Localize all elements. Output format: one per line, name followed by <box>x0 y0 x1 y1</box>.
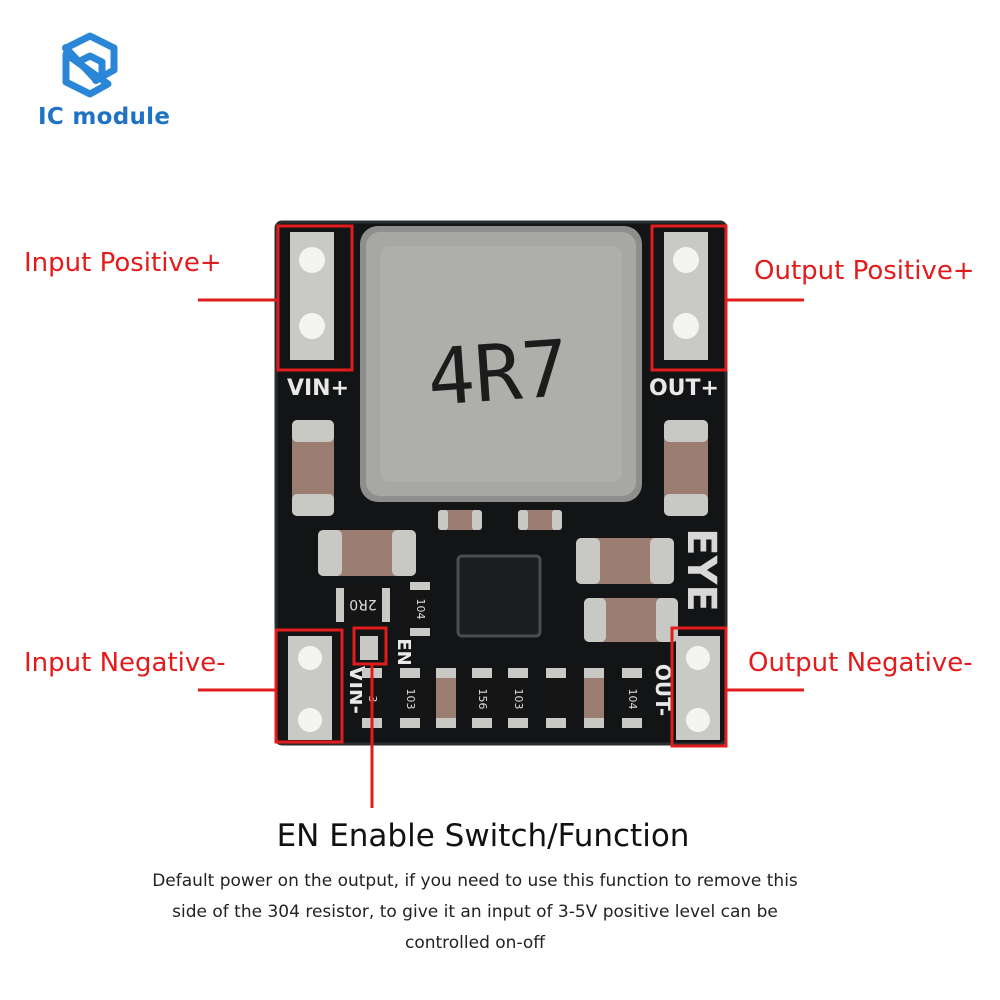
diode-small <box>546 668 566 728</box>
en-desc-line-3: controlled on-off <box>404 933 546 953</box>
svg-text:104: 104 <box>414 599 427 620</box>
capacitor-small-3 <box>436 668 456 728</box>
label-output-negative: Output Negative- <box>748 648 973 678</box>
en-desc-line-2: side of the 304 resistor, to give it an … <box>172 902 778 922</box>
en-desc-line-1: Default power on the output, if you need… <box>152 871 798 891</box>
brand-logo-text: IC module <box>38 104 171 130</box>
resistor-2r0: 2R0 <box>336 588 390 622</box>
svg-text:103: 103 <box>404 689 417 710</box>
callout-box-output-positive <box>650 224 728 372</box>
capacitor-middle-right-1 <box>576 538 674 584</box>
pad-hole <box>299 247 325 273</box>
capacitor-left-top <box>292 420 334 516</box>
label-output-positive: Output Positive+ <box>754 256 975 286</box>
label-input-negative: Input Negative- <box>24 648 226 678</box>
pad-hole <box>299 313 325 339</box>
pad-hole <box>673 247 699 273</box>
capacitor-small-2 <box>518 510 562 530</box>
capacitor-right-top <box>664 420 708 516</box>
silk-out-pos: OUT+ <box>649 376 719 401</box>
pad-hole <box>686 708 710 732</box>
resistor-104-bottom: 104 <box>622 668 642 728</box>
callout-box-input-negative <box>274 628 344 744</box>
callout-box-output-negative <box>670 626 728 748</box>
pad-hole <box>673 313 699 339</box>
resistor-row: 3 103 156 103 <box>362 668 642 728</box>
silk-eye: EYE <box>678 528 724 612</box>
pad-hole <box>298 646 322 670</box>
svg-text:104: 104 <box>626 689 639 710</box>
resistor-156: 156 <box>472 668 492 728</box>
capacitor-small-1 <box>438 510 482 530</box>
capacitor-small-4 <box>584 668 604 728</box>
capacitor-middle-left <box>318 530 416 576</box>
svg-text:103: 103 <box>512 689 525 710</box>
resistor-103-b: 103 <box>508 668 528 728</box>
resistor-103-a: 103 <box>400 668 420 728</box>
en-pad <box>360 636 378 660</box>
label-input-positive: Input Positive+ <box>24 248 222 278</box>
inductor-marking: 4R7 <box>425 324 572 424</box>
silk-en: EN <box>393 638 414 665</box>
en-section-title: EN Enable Switch/Function <box>276 818 690 854</box>
resistor-104-top: 104 <box>410 582 430 636</box>
pad-hole <box>298 708 322 732</box>
pad-hole <box>686 646 710 670</box>
callout-box-en <box>352 626 388 666</box>
svg-text:2R0: 2R0 <box>349 596 377 612</box>
svg-text:156: 156 <box>476 689 489 710</box>
hexagon-circuit-icon <box>62 32 118 98</box>
en-section-description: Default power on the output, if you need… <box>110 866 840 959</box>
callout-box-input-positive <box>276 224 354 372</box>
capacitor-middle-right-2 <box>584 598 678 642</box>
silk-vin-pos: VIN+ <box>287 376 349 401</box>
ic-chip <box>456 554 542 638</box>
